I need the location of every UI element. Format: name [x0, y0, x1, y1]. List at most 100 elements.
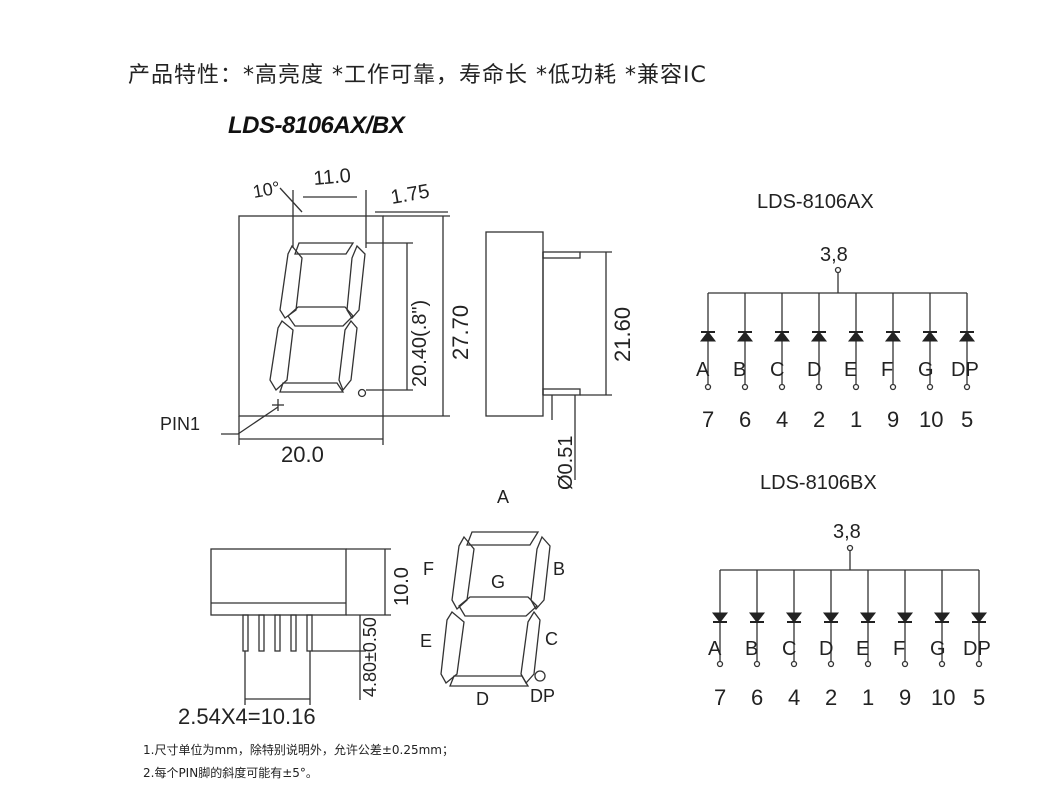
note-1: 1.尺寸单位为mm，除特别说明外，允许公差±0.25mm； — [143, 743, 454, 757]
diode-icon — [711, 612, 729, 623]
pin-number: 1 — [862, 685, 874, 710]
dim-angle-line — [279, 187, 303, 213]
pin-node — [938, 660, 946, 668]
side-pin-bottom — [542, 388, 581, 396]
pin-number: 4 — [776, 407, 788, 432]
diode-icon — [958, 331, 976, 342]
dim-slant-label: 1.75 — [389, 180, 431, 208]
pin-node — [963, 383, 971, 391]
pin-node — [790, 660, 798, 668]
pin-number: 7 — [714, 685, 726, 710]
diode-icon — [822, 612, 840, 623]
seg-label-b: B — [553, 559, 565, 579]
dim-digit-label: 20.40(.8") — [409, 300, 431, 387]
seg-a — [466, 531, 540, 546]
segment-label: A — [696, 359, 710, 381]
front-seg-g — [287, 306, 354, 327]
schematic-ax-common: 3,8 — [820, 244, 848, 266]
pin-number: 4 — [788, 685, 800, 710]
pin1-leader — [221, 406, 279, 435]
front-seg-a — [294, 242, 355, 255]
segment-label: C — [782, 638, 796, 660]
front-seg-f — [279, 244, 303, 319]
pin-node — [815, 383, 823, 391]
diode-icon — [748, 612, 766, 623]
bottom-pin-1 — [242, 614, 249, 652]
diode-icon — [736, 331, 754, 342]
segment-diagram-title: A — [497, 487, 509, 507]
bottom-pin-4 — [290, 614, 297, 652]
pin-node — [926, 383, 934, 391]
pin-number: 6 — [739, 407, 751, 432]
segment-label: DP — [951, 359, 979, 381]
front-view — [221, 187, 450, 445]
segment-label: B — [745, 638, 758, 660]
seg-b — [530, 535, 551, 611]
pin-number: 9 — [899, 685, 911, 710]
part-number-title: LDS-8106AX/BX — [228, 112, 405, 139]
side-body-outline — [485, 231, 544, 417]
segment-label: D — [819, 638, 833, 660]
segment-diagram — [440, 531, 551, 687]
pin-number: 5 — [973, 685, 985, 710]
diode-icon — [884, 331, 902, 342]
diode-icon — [921, 331, 939, 342]
pin-number: 10 — [919, 407, 943, 432]
segment-label: DP — [963, 638, 991, 660]
segment-label: E — [856, 638, 869, 660]
segment-label: A — [708, 638, 722, 660]
front-seg-b — [346, 244, 366, 320]
side-dim-label: 21.60 — [610, 307, 635, 362]
segment-label: G — [918, 359, 934, 381]
pin-node — [827, 660, 835, 668]
seg-d — [449, 675, 530, 687]
segment-label: F — [893, 638, 905, 660]
seg-label-g: G — [491, 572, 505, 592]
diode-icon — [859, 612, 877, 623]
dim-angle-label: 10° — [251, 178, 281, 202]
schematic-bx-common: 3,8 — [833, 521, 861, 543]
pin-node — [741, 383, 749, 391]
diode-icon — [699, 331, 717, 342]
segment-label: D — [807, 359, 821, 381]
pin-number: 9 — [887, 407, 899, 432]
dim-width-label: 20.0 — [281, 442, 324, 467]
segment-label: F — [881, 359, 893, 381]
pin-number: 5 — [961, 407, 973, 432]
pin-node — [704, 383, 712, 391]
pin-number: 10 — [931, 685, 955, 710]
seg-f — [451, 535, 475, 611]
features-header: 产品特性：*高亮度 *工作可靠，寿命长 *低功耗 *兼容IC — [128, 63, 707, 88]
diode-icon — [785, 612, 803, 623]
side-pin-label: Ø0.51 — [555, 436, 577, 490]
pin-node — [975, 660, 983, 668]
diode-icon — [847, 331, 865, 342]
front-seg-e — [269, 320, 294, 392]
seg-e — [440, 611, 465, 684]
diode-icon — [773, 331, 791, 342]
pin-node — [852, 383, 860, 391]
diode-icon — [896, 612, 914, 623]
pin-node — [778, 383, 786, 391]
schematic-bx-title: LDS-8106BX — [760, 472, 877, 494]
pin-node — [901, 660, 909, 668]
seg-label-dp: DP — [530, 686, 555, 706]
pin-node — [753, 660, 761, 668]
seg-label-c: C — [545, 629, 558, 649]
bottom-pin-3 — [274, 614, 281, 652]
seg-label-e: E — [420, 631, 432, 651]
pin-node — [864, 660, 872, 668]
bottom-dim-height-label: 10.0 — [391, 567, 413, 606]
segment-label: B — [733, 359, 746, 381]
front-body-outline — [238, 215, 384, 417]
note-2: 2.每个PIN脚的斜度可能有±5°。 — [143, 766, 318, 780]
dim-top-label: 11.0 — [313, 165, 352, 190]
pin-node — [889, 383, 897, 391]
pin-node — [716, 660, 724, 668]
segment-label: C — [770, 359, 784, 381]
seg-g — [458, 596, 538, 617]
